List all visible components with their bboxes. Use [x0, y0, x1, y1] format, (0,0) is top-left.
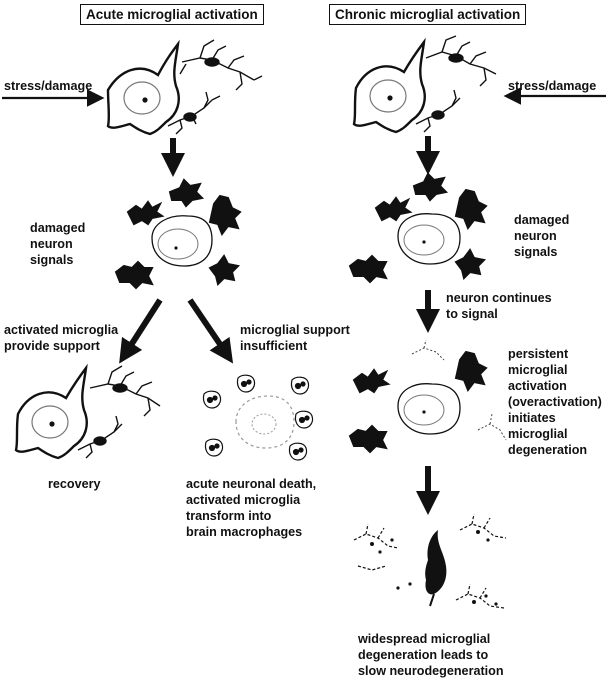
acute-damaged-neuron — [151, 215, 213, 267]
chronic-resting-microglia-2 — [415, 89, 461, 133]
chronic-title: Chronic microglial activation — [329, 4, 527, 25]
acute-support-label: activated microglia provide support — [4, 323, 119, 353]
recovery-microglia-1 — [89, 365, 161, 417]
acute-insufficient-label: microglial support insufficient — [240, 323, 350, 353]
acute-support-arrow — [119, 298, 163, 364]
recovery-microglia-2 — [77, 415, 123, 459]
brain-macrophages — [202, 374, 314, 461]
chronic-stress-label: stress/damage — [508, 79, 597, 93]
chronic-damaged-label: damaged neuron signals — [514, 213, 570, 259]
acute-title: Acute microglial activation — [80, 4, 264, 25]
acute-stress-label: stress/damage — [4, 79, 93, 93]
acute-resting-microglia-2 — [167, 91, 221, 135]
recovery-label: recovery — [48, 477, 101, 491]
acute-healthy-neuron — [106, 39, 180, 136]
acute-activated-microglia-cluster — [114, 178, 242, 290]
recovery-neuron — [14, 363, 88, 460]
chronic-damaged-neuron — [397, 213, 461, 265]
chronic-activated-microglia-cluster — [348, 172, 488, 284]
acute-damaged-label: damaged neuron signals — [30, 221, 86, 267]
microglia-debris — [370, 530, 498, 606]
dying-neuron — [235, 395, 295, 449]
chronic-continues-label: neuron continues to signal — [446, 291, 552, 321]
persistent-neuron — [397, 383, 461, 435]
chronic-persistent-label: persistent microglial activation (overac… — [508, 347, 602, 457]
degenerating-microglia-faint — [411, 339, 507, 441]
overactivated-microglia-cluster — [348, 350, 488, 454]
chronic-resting-microglia-1 — [425, 35, 497, 87]
acute-insufficient-arrow — [187, 298, 234, 364]
fragmented-microglia — [353, 513, 507, 609]
chronic-healthy-neuron — [352, 37, 426, 134]
chronic-widespread-label: widespread microglial degeneration leads… — [358, 632, 504, 678]
acute-resting-microglia-1 — [179, 39, 263, 91]
acute-death-label: acute neuronal death, activated microgli… — [186, 477, 317, 539]
neurodegeneration-cell — [425, 530, 447, 607]
